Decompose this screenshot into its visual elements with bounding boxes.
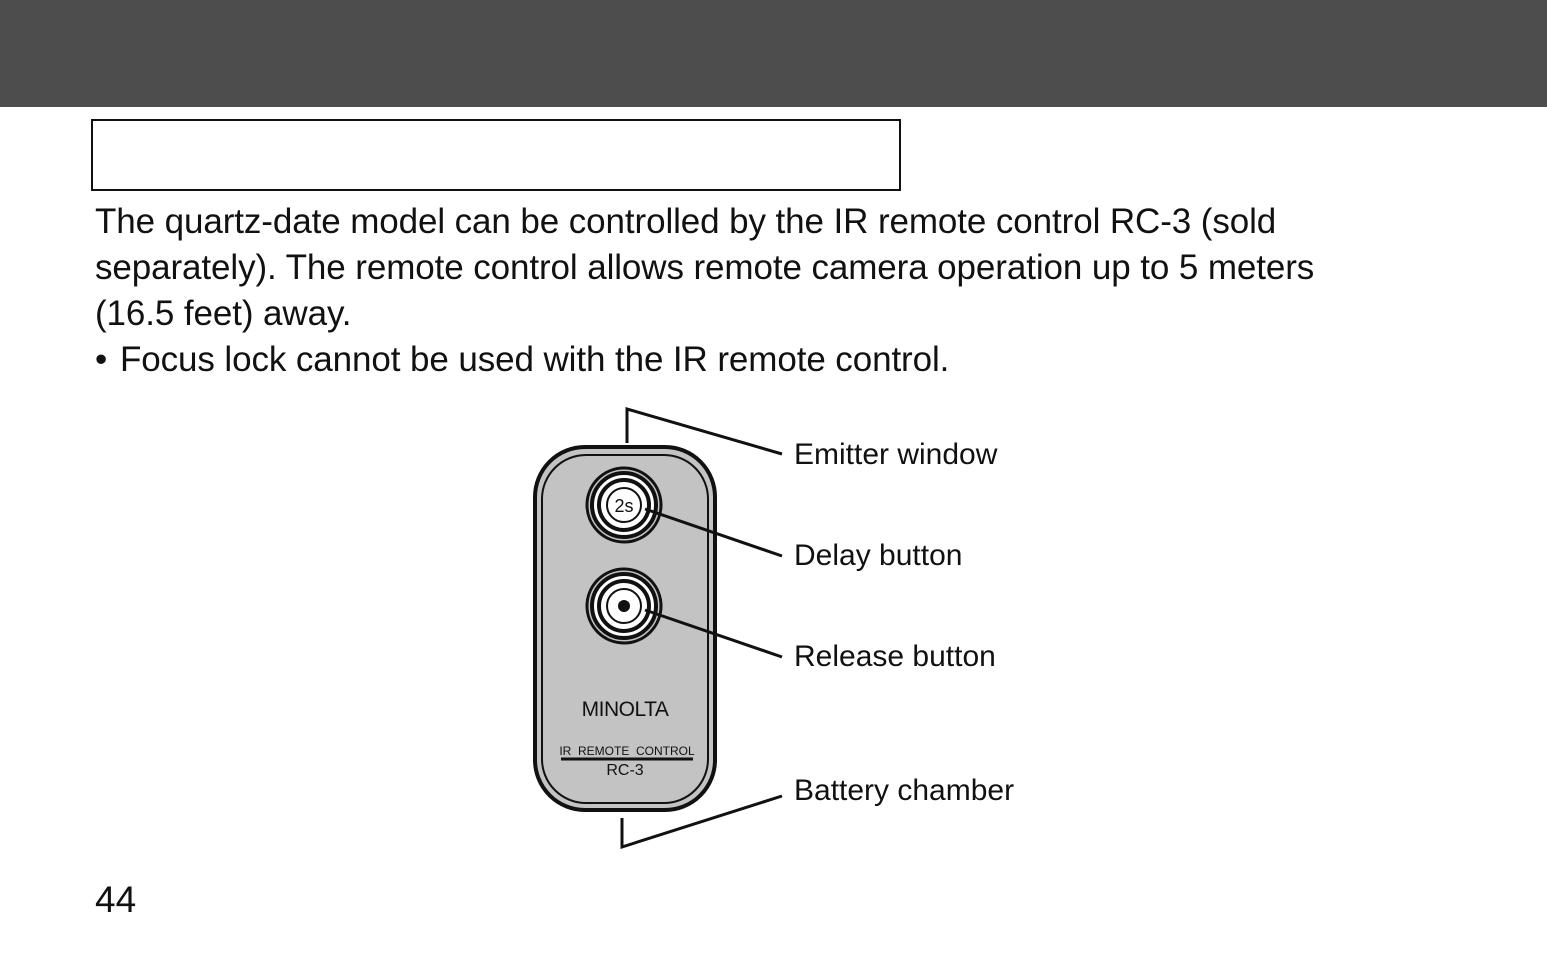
delay-button-graphic: 2s [585, 466, 663, 544]
model-label: RC-3 [606, 762, 643, 779]
bullet-text: Focus lock cannot be used with the IR re… [120, 340, 950, 379]
page-number: 44 [95, 879, 137, 920]
intro-line: separately). The remote control allows r… [95, 248, 1315, 287]
emitter-window-label: Emitter window [794, 438, 998, 471]
intro-line: The quartz-date model can be controlled … [95, 202, 1277, 241]
delay-button-label: Delay button [794, 539, 963, 572]
delay-button-label: 2s [614, 496, 633, 516]
battery-chamber-leader [620, 794, 783, 850]
brand-logo: MINOLTA [582, 698, 669, 721]
delay-button-leader [644, 507, 783, 558]
remote-body-inner [541, 454, 709, 804]
release-button-leader [644, 608, 783, 659]
intro-line: (16.5 feet) away. [95, 294, 352, 333]
battery-chamber-label: Battery chamber [794, 774, 1015, 807]
release-dot-icon [618, 600, 630, 612]
product-line-label: IR REMOTE CONTROL [559, 744, 695, 758]
release-button-graphic [585, 567, 663, 645]
release-button-label: Release button [794, 640, 996, 673]
emitter-window-leader [625, 407, 783, 456]
intro-text: The quartz-date model can be controlled … [95, 199, 1505, 383]
section-title-box [91, 119, 901, 191]
bullet-mark: • [95, 340, 108, 379]
bullet-item: • Focus lock cannot be used with the IR … [95, 337, 1505, 383]
header-bar [0, 0, 1547, 107]
